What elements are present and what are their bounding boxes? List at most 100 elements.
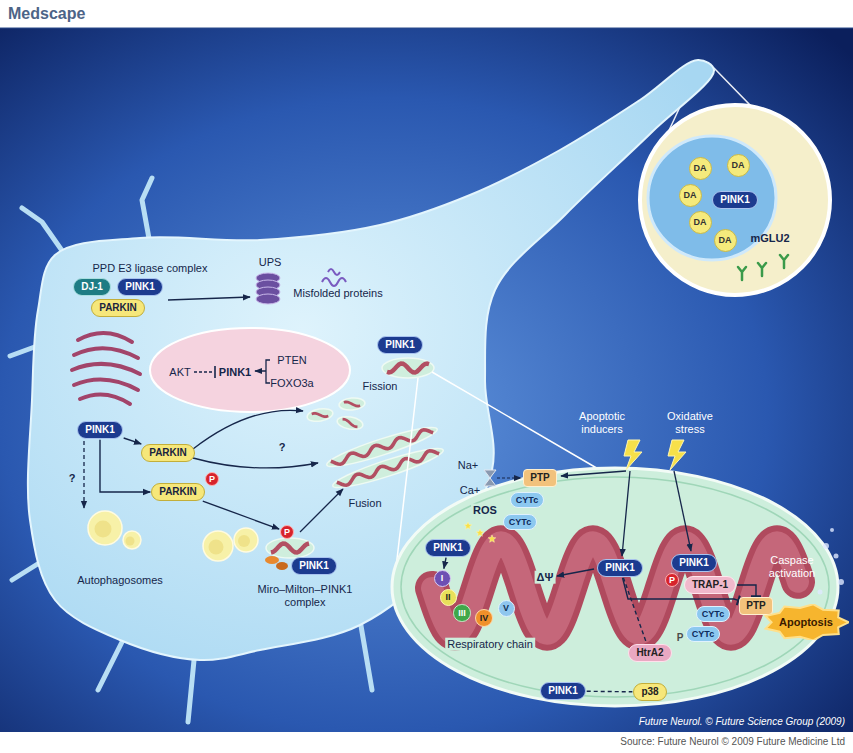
autophagosome-content [95,521,112,538]
complex-circle: I [434,570,451,587]
dopamine-circle: DA [689,211,712,234]
fission-mitochondrion [339,397,366,411]
node-text: CYTc [692,629,714,639]
potential-arrow [557,569,594,576]
node-text: TRAP-1 [692,579,728,591]
protein-oval: DJ-1 [73,278,111,296]
complex-circle: V [498,600,515,617]
lightning-bolt [624,440,642,470]
node-text: Apoptosis [779,616,833,629]
stress-arrow [674,471,691,551]
mitochondrion-crista [432,542,798,633]
structure-label: Respiratory chain [445,638,535,651]
proteasome-ring [256,294,280,304]
process-label: Fission [363,380,398,393]
dopamine-circle: DA [714,229,737,252]
protein-box: p38 [633,683,666,701]
question-mark: ? [279,441,286,454]
structure-label: Autophagosomes [77,574,163,587]
node-text: CYTc [516,495,538,505]
endoplasmic-reticulum [72,333,140,404]
dopamine-circle: DA [727,154,750,177]
phosphate-circle: P [665,573,679,587]
source-caption: Source: Future Neurol © 2009 Future Medi… [620,736,845,748]
background-panel [0,28,853,732]
pore-box: PTP [523,469,556,487]
phosphate-circle: P [280,525,294,539]
gene-label: FOXO3a [270,377,313,390]
node-text: IV [480,613,489,623]
caspase-dot [834,554,839,559]
connector [737,585,756,596]
autophagosome [88,511,122,545]
stress-arrow [622,471,630,556]
node-text: PINK1 [299,560,328,572]
gene-label: AKT [169,366,190,379]
autophagosome-content [209,540,224,555]
node-text: P [209,474,215,484]
node-text: P [669,575,675,585]
protein-oval: PARKIN [141,444,195,462]
complex-circle: II [440,589,457,606]
inhibition-bar [214,366,216,378]
fission-arrow [193,410,303,449]
node-text: PARKIN [159,486,197,498]
fission-mitochondrion [306,407,334,423]
node-text: PARKIN [149,447,187,459]
mitochondrion-outline [382,358,434,378]
autophagosome [234,528,258,552]
protein-oval: PARKIN [151,483,205,501]
ion-channel [484,470,496,486]
mitochondrion-outline [306,407,334,423]
cytochrome-oval: CYTc [510,492,544,508]
mitochondrion-crista [432,542,798,633]
mitochondrion-crista [387,364,429,373]
connector [587,691,633,693]
node-text: PTP [746,600,765,612]
receptor-symbol [738,267,746,280]
ros-star [488,535,496,542]
dopamine-circle: DA [689,157,712,180]
caspase-dot [830,528,834,532]
process-label: Caspase activation [762,554,823,579]
question-mark: ? [69,472,76,485]
node-text: DA [694,217,707,227]
caspase-dot [838,579,844,585]
stimulus-label: Apoptotic inducers [562,410,642,435]
node-text: V [503,603,509,613]
fused-mitochondrion [330,442,445,493]
miro-protein [265,556,279,564]
node-text: DA [694,163,707,173]
node-text: HtrA2 [636,647,663,659]
mitochondrion [392,468,838,706]
calcium-arrow [497,477,521,478]
caspase-dot [823,543,829,549]
cytochrome-oval: CYTc [503,514,537,530]
autophagosome-content [126,537,135,546]
gene-label: PINK1 [219,366,251,379]
node-text: p38 [641,686,658,698]
receptor-symbol [780,255,788,268]
node-text: PINK1 [605,562,634,574]
fusion-arrow [193,458,318,468]
apoptosis-starburst: Apoptosis [763,604,849,641]
node-text: PINK1 [125,281,154,293]
activation-arrow [255,360,270,383]
connector [444,558,446,569]
protein-oval: PINK1 [77,421,122,439]
node-text: PINK1 [679,557,708,569]
mitochondrion-crista [336,448,439,488]
process-label: Fusion [348,497,381,510]
starburst-outline [766,604,849,640]
neuron-cell-body [28,60,714,660]
receptor-symbol [758,263,766,276]
pore-box: PTP [739,597,772,615]
cytochrome-oval: CYTc [686,626,720,642]
cytochrome-oval: CYTc [696,606,730,622]
node-text: DA [732,160,745,170]
autophagosome-content [238,535,250,547]
mitochondrion-outline [339,397,366,411]
milton-protein [276,562,288,570]
